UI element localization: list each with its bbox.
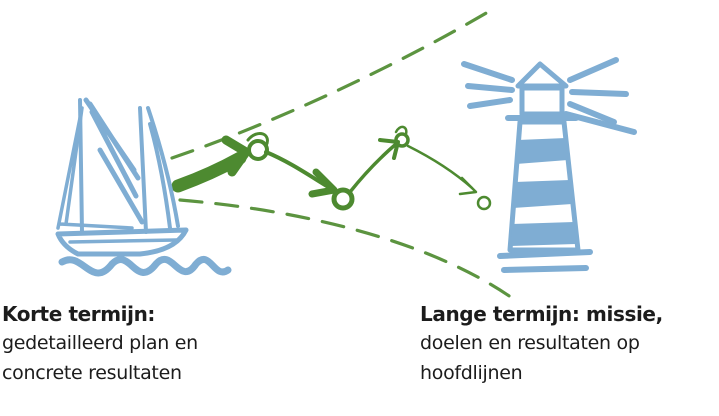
- cone-lower-dashed-line: [178, 198, 517, 300]
- caption-long-term-line-1: doelen en resultaten op: [420, 332, 640, 354]
- caption-short-term-line-1: gedetailleerd plan en: [2, 332, 198, 354]
- waypoint-circle-4: [476, 195, 492, 211]
- third-arrow-shaft: [348, 142, 398, 194]
- lighthouse-rays: [461, 57, 637, 135]
- caption-long-term-line-2: hoofdlijnen: [420, 362, 523, 384]
- caption-short-term-line-2: concrete resultaten: [2, 362, 182, 384]
- second-arrow-head: [308, 168, 338, 198]
- sailboat-second-mast: [138, 106, 148, 234]
- caption-short-term: Korte termijn: gedetailleerd plan en con…: [2, 300, 322, 388]
- first-arrow-head: [221, 135, 251, 177]
- dashed-cone: [170, 10, 517, 300]
- sailboat-icon: [55, 97, 232, 277]
- boat-to-lighthouse-illustration: [55, 10, 637, 300]
- lighthouse-roof: [515, 61, 569, 89]
- sailboat-right-sail: [83, 97, 145, 225]
- cone-upper-dashed-line: [170, 10, 490, 160]
- zigzag-path-arrows: [171, 125, 492, 211]
- sailboat-waves: [58, 255, 232, 277]
- sailboat-left-sail: [56, 106, 134, 230]
- lighthouse-lamp-room: [519, 85, 565, 117]
- loop-3: [394, 125, 408, 136]
- loop-1: [246, 131, 269, 148]
- waypoint-circle-3: [394, 132, 410, 148]
- caption-long-term: Lange termijn: missie, doelen en resulta…: [420, 300, 719, 388]
- sailboat-hull: [55, 227, 189, 257]
- waypoint-circle-1: [247, 139, 269, 161]
- caption-short-term-heading: Korte termijn:: [2, 302, 156, 326]
- caption-long-term-heading: Lange termijn: missie,: [420, 302, 663, 326]
- waypoint-circle-2: [331, 187, 355, 211]
- second-arrow-shaft: [264, 150, 332, 190]
- sailboat-hull-line: [68, 238, 178, 244]
- sailboat-jib: [146, 106, 180, 230]
- fourth-arrow-head: [458, 176, 478, 196]
- lighthouse-stripes: [511, 138, 576, 246]
- lighthouse-icon: [461, 57, 637, 273]
- fourth-arrow-shaft: [406, 144, 474, 190]
- lighthouse-base: [497, 249, 593, 273]
